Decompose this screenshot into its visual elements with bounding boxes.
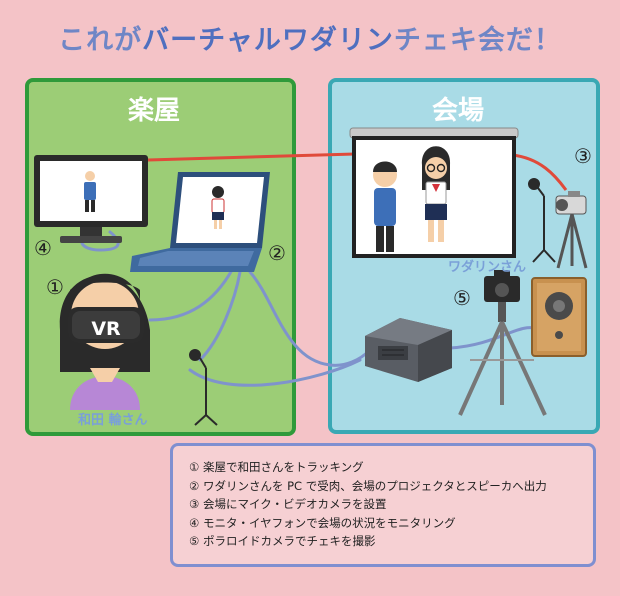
- screen-girl-avatar-icon: [421, 146, 451, 242]
- dressing-room-label: 楽屋: [128, 96, 181, 126]
- screen-boy-avatar-icon: [373, 161, 397, 252]
- monitor-avatar-icon: [84, 171, 96, 212]
- performer-label: ワダリンさん: [448, 260, 527, 275]
- dressing-room-microphone: [189, 349, 218, 426]
- title-prefix: これが: [58, 25, 143, 56]
- polaroid-camera: [458, 270, 547, 416]
- video-camera: [555, 191, 588, 269]
- video-cables: [147, 152, 568, 191]
- vr-headset-label: VR: [91, 318, 121, 340]
- title-accent: バーチャルワダリン: [142, 25, 394, 56]
- venue-microphone: [528, 178, 556, 263]
- operator-label: 和田 輪さん: [78, 413, 148, 428]
- marker-1: ①: [46, 275, 64, 299]
- cable-monitor-to-projector: [147, 152, 356, 162]
- projector-screen: [349, 127, 519, 258]
- marker-3: ③: [574, 144, 592, 168]
- laptop: [130, 172, 270, 272]
- marker-5: ⑤: [453, 286, 471, 310]
- operator-with-vr: VR: [59, 273, 150, 410]
- legend-item-3: ③ 会場にマイク・ビデオカメラを設置: [189, 497, 387, 511]
- legend-item-2: ② ワダリンさんを PC で受肉、会場のプロジェクタとスピーカへ出力: [189, 478, 547, 493]
- legend-box: ① 楽屋で和田さんをトラッキング ② ワダリンさんを PC で受肉、会場のプロジ…: [170, 443, 596, 567]
- title-suffix: チェキ会だ！: [393, 25, 562, 56]
- legend-item-5: ⑤ ポラロイドカメラでチェキを撮影: [189, 534, 376, 548]
- venue-label: 会場: [432, 96, 485, 126]
- cable-vr-to-laptop: [148, 268, 234, 322]
- diagram-title: これがバーチャルワダリンチェキ会だ！: [0, 18, 620, 57]
- monitor: [34, 155, 148, 243]
- speaker: [531, 277, 587, 357]
- cable-laptop-to-projector: [248, 270, 372, 367]
- marker-2: ②: [268, 241, 286, 265]
- projector: [365, 318, 452, 382]
- legend-item-4: ④ モニタ・イヤフォンで会場の状況をモニタリング: [189, 515, 456, 530]
- cable-screen-to-camera: [511, 153, 568, 191]
- laptop-avatar-icon: [211, 186, 225, 229]
- legend-item-1: ① 楽屋で和田さんをトラッキング: [189, 460, 364, 474]
- marker-4: ④: [34, 236, 52, 260]
- cable-mic-to-laptop: [198, 270, 242, 362]
